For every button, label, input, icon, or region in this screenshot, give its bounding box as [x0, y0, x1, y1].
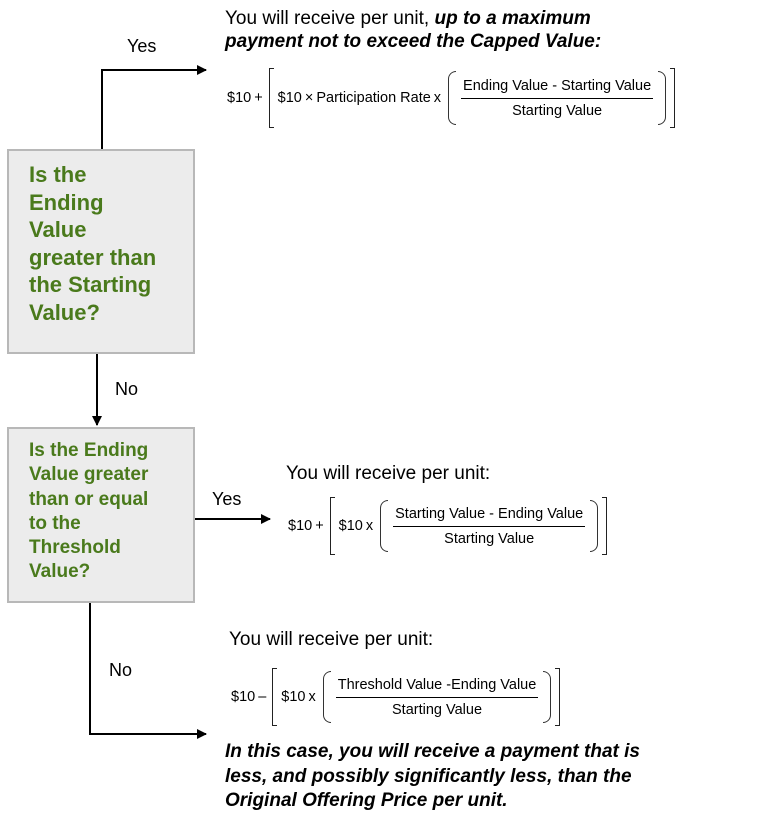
decision-text-line: Ending: [29, 189, 104, 215]
formula-operator: +: [315, 518, 324, 534]
formula-operator: ×: [304, 90, 314, 106]
fraction-numerator: Starting Value ‑ Ending Value: [393, 506, 586, 527]
left-bracket: [268, 68, 274, 128]
right-paren: [658, 71, 667, 125]
decision-box-ending-vs-threshold: Is the Ending Value greater than or equa…: [7, 427, 195, 603]
right-paren: [590, 500, 599, 552]
decision-text-line: Value?: [29, 299, 100, 325]
outcome-1-heading: You will receive per unit, up to a maxim…: [225, 7, 601, 53]
fraction-denominator: Starting Value: [512, 102, 603, 119]
formula-term: $10: [277, 90, 302, 106]
fraction-denominator: Starting Value: [444, 530, 535, 547]
formula-term: Participation Rate: [316, 90, 431, 106]
outcome-2-formula: $10 + $10 x Starting Value ‑ Ending Valu…: [288, 497, 608, 555]
fraction-denominator: Starting Value: [392, 701, 483, 718]
formula-term: $10: [288, 518, 313, 534]
outcome-2-heading: You will receive per unit:: [286, 463, 491, 484]
outcome-3-formula: $10 – $10 x Threshold Value ‑Ending Valu…: [231, 668, 561, 726]
edge-label-yes-2: Yes: [212, 489, 242, 509]
formula-operator: –: [258, 689, 267, 705]
decision-text-line: to the: [29, 512, 81, 534]
note-line: Original Offering Price per unit.: [225, 790, 508, 811]
note-line: less, and possibly significantly less, t…: [225, 765, 632, 787]
decision-text-line: Value?: [29, 561, 91, 583]
note-line: In this case, you will receive a payment…: [225, 741, 640, 762]
formula-term: $10: [338, 518, 363, 534]
outcome-3-heading: You will receive per unit:: [229, 629, 434, 650]
fraction: Ending Value ‑ Starting Value Starting V…: [458, 78, 656, 119]
edge-label-no-2: No: [109, 660, 133, 680]
fraction-numerator: Threshold Value ‑Ending Value: [335, 677, 539, 698]
right-bracket: [670, 68, 676, 128]
decision-text-line: the Starting: [29, 272, 152, 298]
formula-term: $10: [281, 689, 306, 705]
formula-term: $10: [227, 90, 252, 106]
decision-text-line: Value greater: [29, 464, 149, 486]
edge-label-yes-1: Yes: [127, 36, 157, 56]
outcome-1-heading-emphasis-line-2: payment not to exceed the Capped Value:: [225, 31, 602, 52]
formula-term: $10: [231, 689, 256, 705]
outcome-1-heading-plain: You will receive per unit,: [225, 8, 435, 29]
decision-text-line: Is the Ending: [29, 440, 149, 461]
decision-text-line: greater than: [29, 244, 157, 270]
left-paren: [448, 71, 457, 125]
formula-operator: x: [433, 90, 442, 106]
decision-text-line: Value: [29, 217, 87, 243]
formula-operator: x: [365, 518, 374, 534]
outcome-1-heading-emphasis: up to a maximum: [434, 8, 591, 29]
formula-operator: +: [254, 90, 263, 106]
formula-operator: x: [308, 689, 316, 705]
yes-arrow-1: [101, 65, 207, 149]
edge-label-no-1: No: [115, 379, 139, 399]
outcome-3-note: In this case, you will receive a payment…: [225, 740, 750, 814]
right-bracket: [555, 668, 561, 726]
decision-box-ending-vs-starting: Is the Ending Value greater than the Sta…: [7, 149, 195, 354]
decision-text-line: than or equal: [29, 488, 149, 510]
fraction: Starting Value ‑ Ending Value Starting V…: [390, 506, 588, 547]
left-bracket: [272, 668, 278, 726]
right-paren: [543, 671, 552, 723]
left-paren: [322, 671, 331, 723]
left-bracket: [329, 497, 335, 555]
fraction-numerator: Ending Value ‑ Starting Value: [461, 78, 654, 99]
outcome-1-formula: $10 + $10 × Participation Rate x Ending …: [227, 68, 676, 128]
left-paren: [380, 500, 389, 552]
no-arrow-2: [89, 603, 207, 739]
right-bracket: [602, 497, 608, 555]
decision-text-line: Is the: [29, 162, 87, 187]
decision-text-line: Threshold: [29, 537, 121, 559]
fraction: Threshold Value ‑Ending Value Starting V…: [333, 677, 542, 718]
